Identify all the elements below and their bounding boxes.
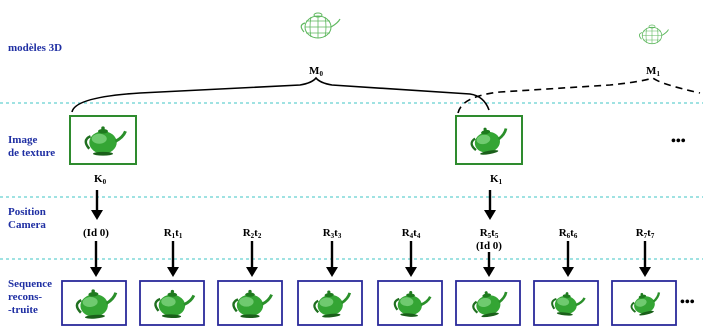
camera-position-label: R1t1 [164, 227, 183, 240]
camera-position-label: (Id 0) [83, 227, 109, 239]
camera-position-label: R4t4 [402, 227, 421, 240]
arrowhead-icon [483, 267, 495, 277]
keyframe-image-1 [455, 115, 523, 165]
row-label-sequence: Sequence recons- -truite [8, 278, 52, 316]
arrowhead-icon [484, 210, 496, 220]
camera-position-label: R3t3 [323, 227, 342, 240]
arrowhead-icon [639, 267, 651, 277]
camera-position-label: R2t2 [243, 227, 262, 240]
arrowhead-icon [405, 267, 417, 277]
camera-position-label: R5t5 [480, 227, 499, 240]
keyframe-label-1: K1 [490, 173, 503, 186]
arrowhead-icon [90, 267, 102, 277]
model-bracket-1 [457, 77, 701, 114]
arrowhead-icon [246, 267, 258, 277]
ellipsis-sequence: ••• [680, 295, 695, 310]
row-label-texture: Image de texture [8, 134, 56, 159]
camera-position-note: (Id 0) [476, 240, 502, 252]
arrowhead-icon [91, 210, 103, 220]
arrowhead-icon [562, 267, 574, 277]
model-bracket-0 [71, 76, 490, 113]
row-label-position: Position Camera [8, 206, 46, 231]
wireframe-model-0-icon [300, 12, 341, 39]
wireframe-model-1-icon [638, 24, 669, 45]
arrowhead-icon [326, 267, 338, 277]
arrowhead-icon [167, 267, 179, 277]
ellipsis-texture: ••• [671, 134, 686, 149]
reconstructed-frame [455, 280, 521, 326]
model-label-0: M0 [309, 65, 323, 78]
row-label-models: modèles 3D [8, 42, 63, 54]
keyframe-label-0: K0 [94, 173, 107, 186]
camera-position-label: R7t7 [636, 227, 655, 240]
camera-position-label: R6t6 [559, 227, 578, 240]
model-label-1: M1 [646, 65, 660, 78]
